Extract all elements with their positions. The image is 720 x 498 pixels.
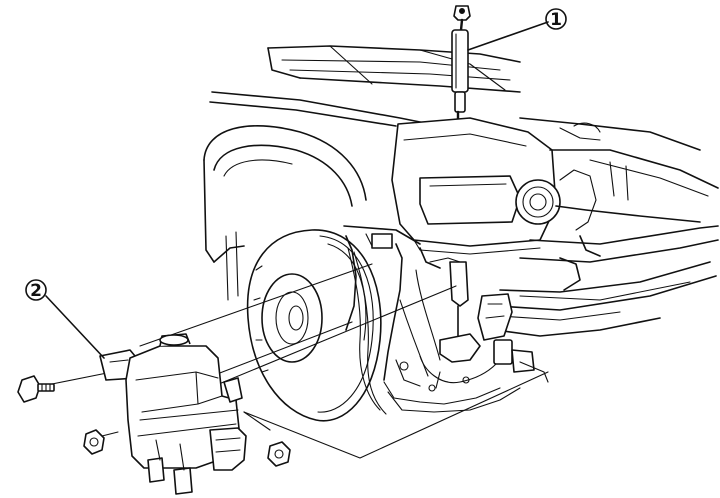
front-fender (203, 91, 431, 301)
callout-2: 2 (25, 279, 105, 359)
washer-tank (99, 333, 247, 495)
radiator-support (519, 117, 719, 231)
round-lamp (515, 179, 561, 225)
hood (267, 45, 521, 93)
nut-left (83, 429, 105, 455)
bolt (17, 375, 55, 403)
callout-1-label: 1 (550, 10, 562, 30)
engine-bay (343, 225, 549, 415)
callout-1: 1 (467, 8, 567, 51)
front-bumper (495, 225, 719, 337)
projection-lines (51, 263, 549, 463)
nut-right (267, 441, 291, 467)
callout-2-label: 2 (30, 281, 42, 301)
front-tire (246, 229, 382, 422)
